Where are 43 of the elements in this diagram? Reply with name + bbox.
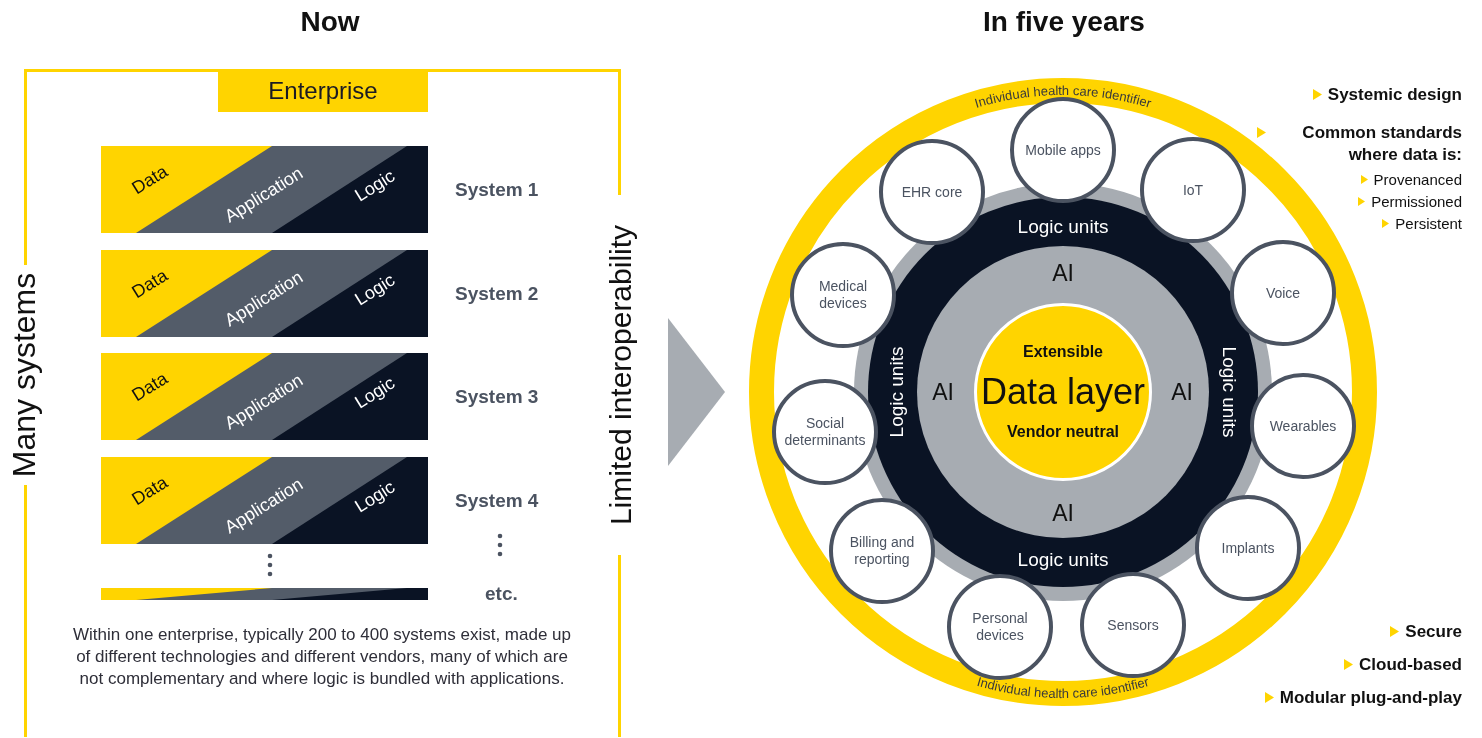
feature-text: Systemic design [1327,84,1462,106]
ai-label: AI [932,378,954,406]
layer-label: Data [128,265,172,303]
section-heading: Now [300,6,360,38]
system-label: System 3 [455,385,539,408]
logic-units-label: Logic units [886,346,908,438]
enterprise-header: Enterprise [218,69,428,112]
feature-text: Modular plug-and-play [1279,687,1462,709]
ai-label: AI [1052,259,1074,287]
feature-text: Cloud-based [1359,654,1462,676]
feature-text: Secure [1405,621,1462,643]
ai-label: AI [1171,378,1193,406]
system-label: System 2 [455,282,539,305]
data-layer-subtitle: Vendor neutral [1007,423,1119,441]
logic-units-label: Logic units [1017,549,1109,571]
system-bar [101,588,428,600]
layer-label: Data [128,472,172,510]
data-layer-subtitle: Extensible [1023,343,1103,361]
layer-label: Data [128,368,172,406]
feature-text: Provenanced [1373,170,1462,190]
system-label: etc. [485,583,518,605]
system-bar [101,250,428,337]
section-heading: In five years [983,6,1145,38]
system-bar [101,457,428,544]
description-text: Within one enterprise, typically 200 to 400 systems exist, made up of different technologies and different vendors, many of which are not complementary and where logic is bundled with applications. [72,624,572,691]
data-layer-title: Data layer [980,371,1146,413]
layer-label: Logic [351,372,399,414]
ai-ring [917,246,1209,538]
logic-units-label: Logic units [1218,346,1240,438]
layer-label: Logic [351,476,399,518]
chevron-arrow [668,318,725,466]
layer-label: Logic [351,165,399,207]
system-bar [101,146,428,233]
layer-label: Data [128,161,172,199]
layer-label: Logic [351,269,399,311]
system-label: System 4 [455,489,539,512]
feature-text: Permissioned [1371,192,1462,212]
logic-units-label: Logic units [1017,216,1109,238]
feature-text: Common standards where data is: [1301,122,1462,167]
system-bar [101,353,428,440]
feature-text: Persistent [1395,214,1462,234]
ai-label: AI [1052,499,1074,527]
system-label: System 1 [455,178,539,201]
